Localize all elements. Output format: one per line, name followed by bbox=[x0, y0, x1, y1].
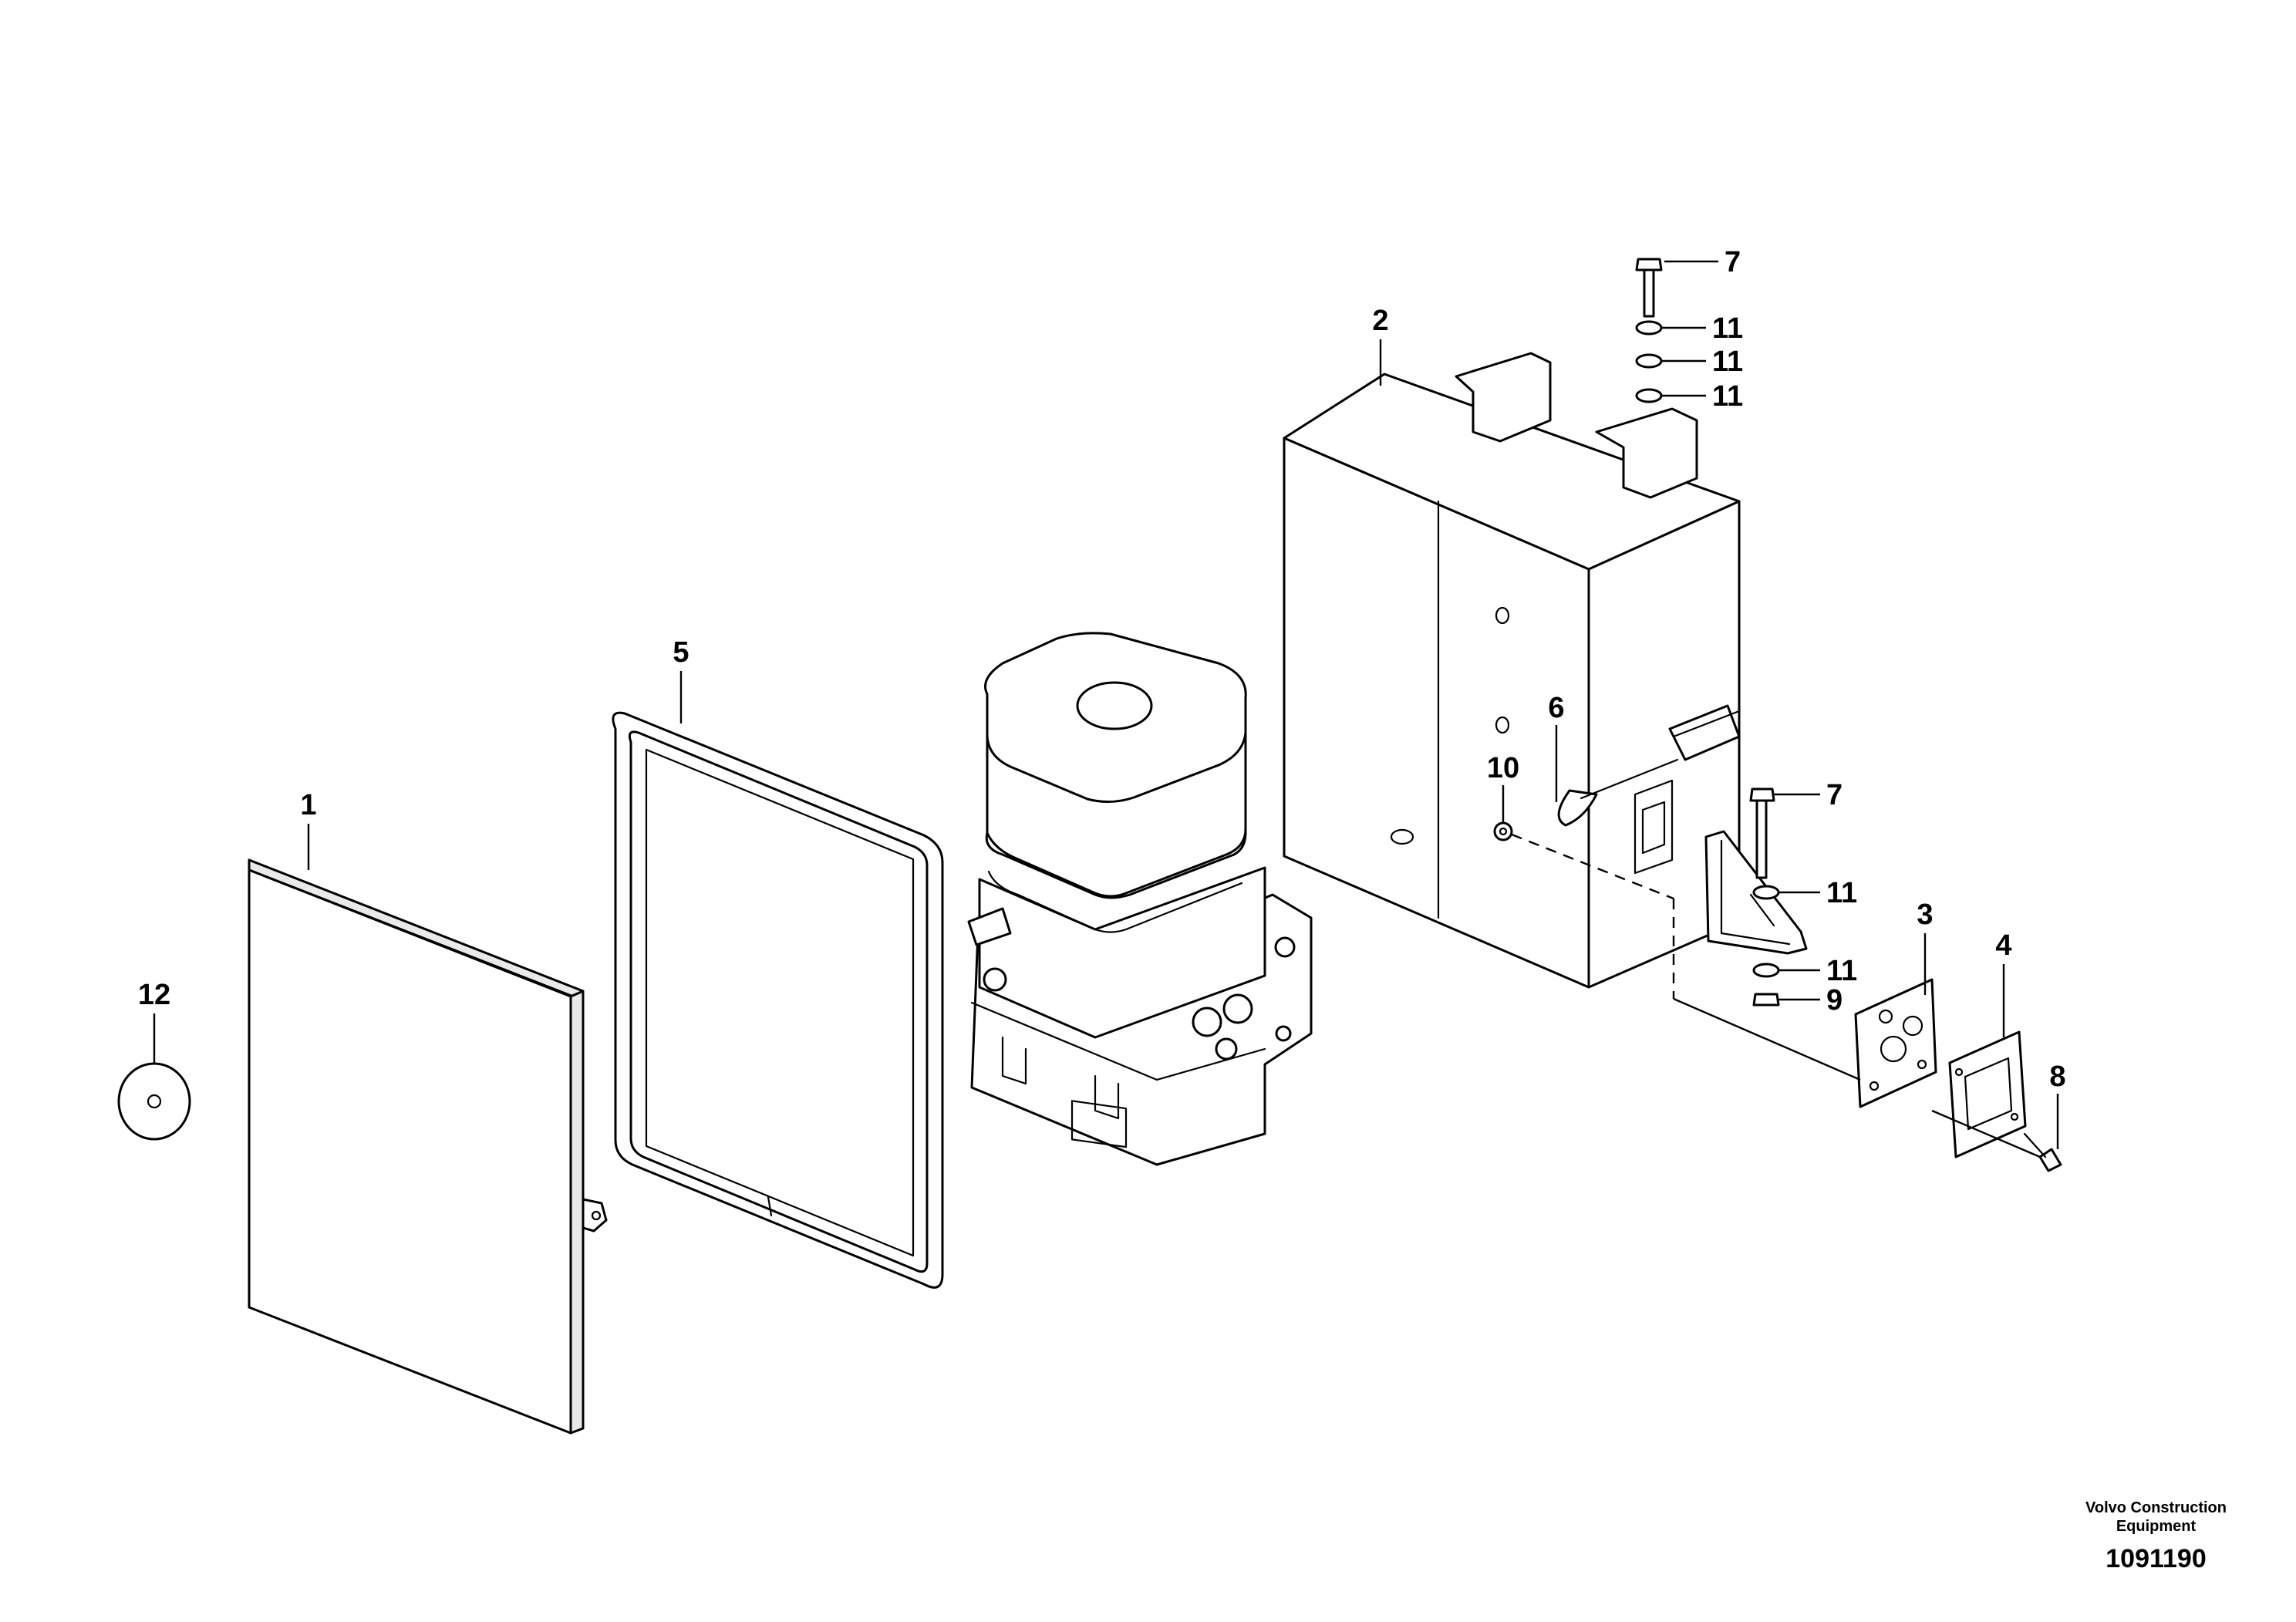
brand-line-2: Equipment bbox=[2116, 1518, 2197, 1535]
pump-unit bbox=[967, 632, 1313, 1166]
washer-stack-lower bbox=[1752, 885, 1780, 1007]
part-5-gasket-frame bbox=[612, 711, 944, 1289]
washer-stack-upper bbox=[1635, 320, 1663, 403]
callout-8: 8 bbox=[2049, 1061, 2065, 1093]
callout-11-b: 11 bbox=[1712, 346, 1743, 378]
footer-brand-block: Volvo Construction Equipment 1091190 bbox=[2085, 1499, 2227, 1576]
part-1-cover-plate bbox=[248, 858, 608, 1435]
callout-3: 3 bbox=[1917, 899, 1933, 931]
callout-9: 9 bbox=[1826, 984, 1843, 1017]
callout-6: 6 bbox=[1548, 692, 1564, 724]
callout-1: 1 bbox=[300, 789, 316, 821]
callout-2: 2 bbox=[1372, 305, 1388, 337]
callout-11-c: 11 bbox=[1712, 380, 1743, 413]
callout-7-upper: 7 bbox=[1725, 246, 1741, 278]
part-2-enclosure-box bbox=[1283, 352, 1741, 989]
callout-11-e: 11 bbox=[1826, 955, 1857, 987]
brand-line-1: Volvo Construction bbox=[2085, 1499, 2227, 1516]
callout-5: 5 bbox=[673, 636, 689, 669]
callout-11-a: 11 bbox=[1712, 312, 1743, 345]
callout-12: 12 bbox=[138, 979, 170, 1011]
part-10-nut bbox=[1493, 821, 1513, 841]
callout-4: 4 bbox=[1995, 929, 2011, 962]
part-4-gasket-plate bbox=[1948, 1030, 2027, 1158]
part-3-plate bbox=[1854, 978, 1937, 1108]
part-8-screw bbox=[2023, 1132, 2062, 1172]
part-6-latch bbox=[1557, 704, 1741, 827]
bolt-lower bbox=[1749, 787, 1775, 879]
callout-10: 10 bbox=[1487, 752, 1519, 784]
document-number: 1091190 bbox=[2106, 1544, 2207, 1573]
bolt-upper bbox=[1635, 258, 1663, 318]
part-12-round-cap bbox=[117, 1062, 191, 1141]
leader-lines bbox=[153, 260, 2059, 1158]
callout-labels: 1 2 3 4 5 6 7 7 8 9 10 11 11 11 11 11 12 bbox=[138, 246, 2066, 1093]
callout-11-d: 11 bbox=[1826, 877, 1857, 909]
callout-7-lower: 7 bbox=[1826, 779, 1843, 811]
